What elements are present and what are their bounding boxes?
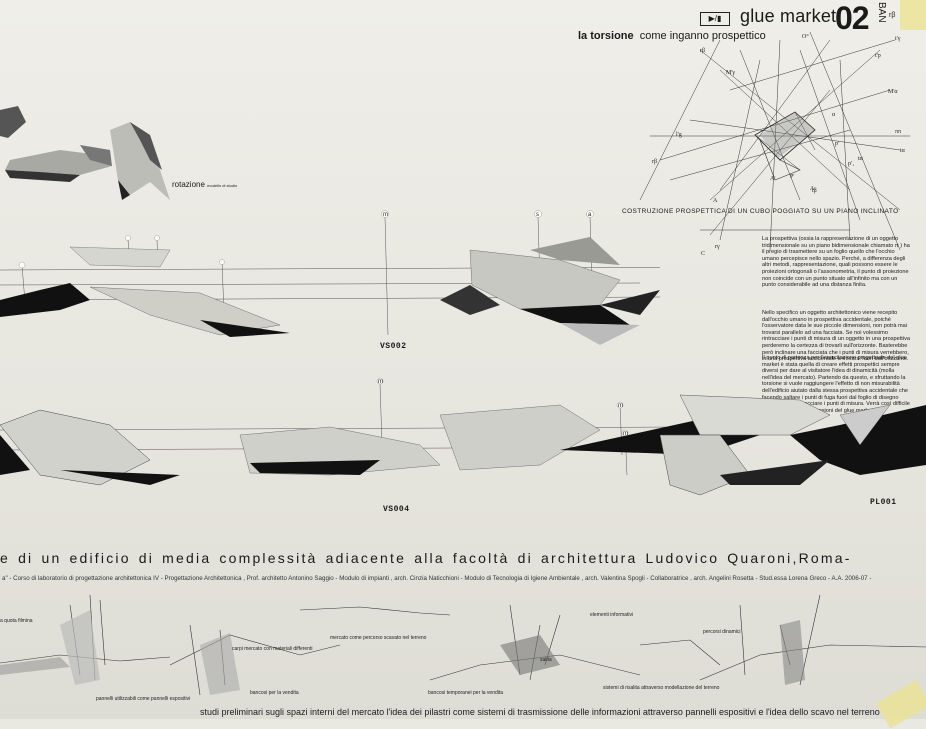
view-label-vs004: VS004: [383, 505, 410, 514]
sketch-label-c: mercato come percorso scavato nel terren…: [330, 635, 427, 641]
sketch-label-h: bancosi temporanei per la vendita: [428, 690, 504, 696]
marker-m4: m: [623, 431, 628, 437]
diagram-label-p-cap: P': [790, 174, 794, 180]
diagram-label-rg: rγ: [715, 244, 720, 250]
diagram-label-a2: A: [810, 186, 815, 192]
diagram-label-tp: t'p: [875, 53, 881, 59]
perspective-construction-diagram: rβ O° t'γ M'γ t'p M'α rβ A A tα tα C rγ …: [639, 31, 910, 257]
description-paragraph-1: La prospettiva (ossia la rappresentazion…: [762, 236, 910, 289]
sketch-label-j: salita: [540, 657, 552, 663]
bottom-caption: studi preliminari sugli spazi interni de…: [200, 707, 880, 717]
diagram-label-p1: p'₁: [848, 161, 854, 167]
brand-title: glue market: [740, 6, 837, 26]
diagram-label-tg: t'γ: [895, 36, 901, 42]
sketch-label-a: a quota filmina: [0, 618, 33, 624]
rotation-label: rotazione: [172, 180, 205, 189]
sketch-label-f: pannelli utilizzabili come pannelli espo…: [96, 696, 191, 702]
diagram-label-c: C: [701, 251, 705, 257]
view-label-vs002: VS002: [380, 342, 407, 351]
diagram-label-ta2: tα: [900, 148, 906, 154]
rotation-caption: rotazione modello di studio: [172, 180, 237, 189]
view-vs002-drawing: m s a: [0, 210, 660, 345]
play-icon[interactable]: ▶/▮: [700, 12, 730, 26]
diagram-label-o: O°: [802, 33, 809, 40]
marker-m2: m: [378, 379, 383, 385]
sketch-label-d: elementi informativi: [590, 612, 634, 618]
preliminary-sketches: [0, 594, 926, 696]
diagram-label-alpha: α: [832, 112, 836, 118]
subtitle-bold: la torsione: [578, 30, 634, 42]
diagram-label-rb: rβ: [700, 48, 705, 54]
diagram-label-ta: tα: [858, 156, 864, 162]
rotation-small: modello di studio: [207, 183, 238, 188]
vertical-label: BAN: [876, 2, 887, 23]
sketch-label-b: carpi mercato con materiali differenti: [232, 646, 313, 652]
rotation-model-render: [0, 106, 170, 200]
view-label-pl001: PL001: [870, 498, 897, 507]
marker-m: m: [383, 212, 388, 218]
sketch-label-i: sistemi di risalita attraverso modellazi…: [603, 685, 720, 691]
description-paragraph-2: Nello specifico un oggetto architettonic…: [762, 310, 911, 363]
diagram-label-a: A: [713, 198, 718, 204]
subtitle-rest: come inganno prospettico: [639, 30, 766, 42]
masking-tape-top: [900, 0, 926, 30]
diagram-label-ma: M'α: [888, 89, 898, 95]
marker-a: a: [588, 212, 592, 218]
sketch-label-g: bancosi per la vendita: [250, 690, 299, 696]
marker-m3: m: [618, 403, 623, 409]
diagram-label-lg: l'g: [676, 132, 682, 138]
diagram-label-rb2: rβ: [652, 159, 657, 165]
view-vs004-drawing: m m m: [0, 377, 926, 496]
marker-s: s: [536, 212, 539, 218]
project-title: e di un edificio di media complessità ad…: [0, 550, 852, 566]
diagram-label-tb: tβ: [812, 188, 817, 194]
sheet-number: 02: [835, 0, 870, 36]
cube-caption: COSTRUZIONE PROSPETTICA DI UN CUBO POGGI…: [622, 208, 899, 215]
course-credits: a" - Corso di laboratorio di progettazio…: [2, 575, 872, 582]
diagram-label-pp: ππ: [895, 129, 901, 135]
sketch-label-e: percorsi dinamici: [703, 629, 741, 635]
subtitle: la torsione come inganno prospettico: [578, 30, 766, 42]
diagram-label-p: p': [835, 141, 839, 147]
diagram-label-a-prime: A': [770, 176, 775, 182]
sheet-code: rβ: [889, 12, 896, 19]
diagram-label-mg: M'γ: [726, 70, 735, 76]
